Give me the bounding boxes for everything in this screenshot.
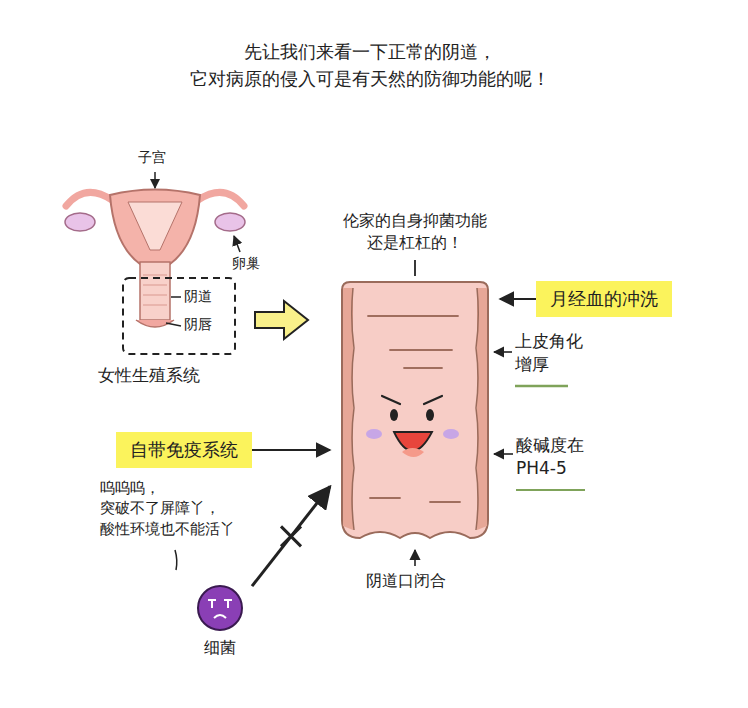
highlight-box: 月经血的冲洗: [536, 281, 672, 317]
underline: [515, 385, 568, 388]
cross-mark: [281, 526, 301, 546]
label: 阴道: [184, 287, 212, 306]
bacterium-drawing: [188, 582, 252, 636]
label: 卵巢: [232, 254, 260, 273]
connector: [500, 298, 536, 300]
big-arrow: [255, 301, 308, 339]
underline: [516, 489, 585, 491]
reproductive-system: [65, 172, 245, 354]
node-text: 自带免疫系统: [130, 438, 238, 462]
label: 呜呜呜， 突破不了屏障丫， 酸性环境也不能活丫: [100, 478, 246, 539]
vagina-figure: 伦家的自身抑菌功能 还是杠杠的！: [330, 208, 500, 548]
label: 上皮角化 增厚: [515, 330, 587, 376]
connector: [252, 449, 330, 451]
vagina-drawing: [330, 208, 500, 548]
node-text: 伦家的自身抑菌功能 还是杠杠的！: [330, 208, 500, 255]
node-text: 月经血的冲洗: [550, 287, 658, 311]
highlight-box: 自带免疫系统: [116, 432, 252, 468]
label: 酸碱度在 PH4-5: [516, 434, 592, 480]
node-text: 细菌: [188, 582, 252, 659]
bacterium: 细菌: [188, 582, 252, 672]
title: 先让我们来看一下正常的阴道， 它对病原的侵入可是有天然的防御功能的呢！: [170, 38, 570, 92]
label: 阴唇: [184, 315, 212, 334]
label: 阴道口闭合: [366, 570, 446, 592]
connector: [252, 487, 330, 587]
label: 女性生殖系统: [98, 364, 200, 387]
label: 子宫: [138, 148, 166, 167]
